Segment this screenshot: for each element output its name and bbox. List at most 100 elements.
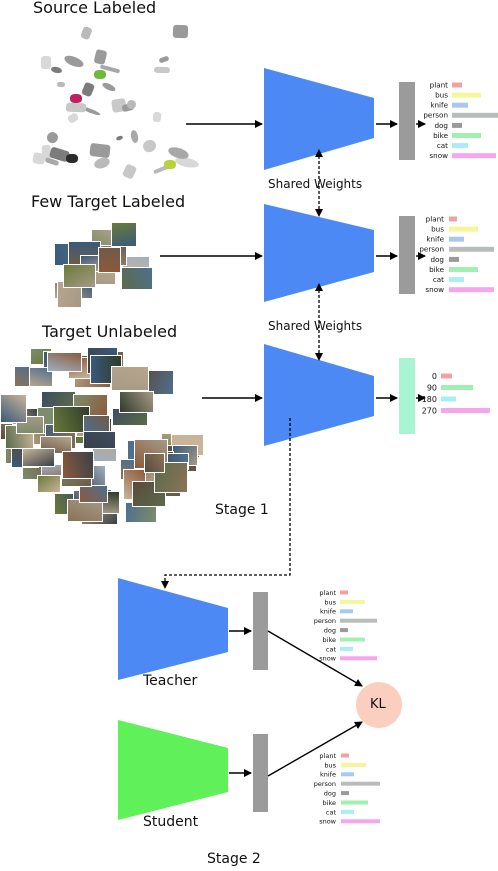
bar xyxy=(449,226,478,232)
object-render xyxy=(80,81,96,98)
bar xyxy=(449,246,494,252)
bar xyxy=(449,277,464,283)
object-render xyxy=(141,137,159,155)
student-feature-bar xyxy=(253,734,268,812)
bar-label: snow xyxy=(425,285,444,294)
bar xyxy=(340,599,365,604)
target-unlabeled-title: Target Unlabeled xyxy=(42,322,178,341)
bar-label: 90 xyxy=(427,384,437,393)
photo-thumbnail xyxy=(118,391,154,413)
bar-label: dog xyxy=(324,626,336,634)
bar xyxy=(341,800,368,805)
bar-label: plant xyxy=(426,214,445,223)
bar xyxy=(452,153,496,159)
bar xyxy=(341,819,380,824)
bar-label: person xyxy=(423,111,448,120)
photo-thumbnail xyxy=(79,485,109,504)
bar xyxy=(441,385,473,390)
bar xyxy=(340,618,377,623)
bar xyxy=(449,267,478,272)
bar xyxy=(452,133,481,138)
bar xyxy=(340,590,348,595)
bar-label: plant xyxy=(319,589,336,597)
bar xyxy=(341,772,354,777)
teacher-feature-bar xyxy=(253,592,268,670)
photo-thumbnail xyxy=(98,246,122,273)
source-network xyxy=(264,68,374,170)
bar-label: dog xyxy=(430,255,444,264)
object-render xyxy=(154,66,171,73)
bar-label: dog xyxy=(434,121,448,130)
bar-label: bus xyxy=(431,225,444,234)
photo-thumbnail xyxy=(46,351,82,373)
bar-label: cat xyxy=(433,275,444,284)
bar-label: 180 xyxy=(422,395,437,404)
source-labeled-title: Source Labeled xyxy=(33,0,157,17)
bar-label: bus xyxy=(435,91,448,100)
photo-thumbnail xyxy=(111,366,149,391)
bar xyxy=(452,122,462,128)
bar-label: plant xyxy=(319,752,336,760)
bar-label: snow xyxy=(319,818,336,826)
few-target-image-cluster xyxy=(50,212,162,308)
bar-label: bus xyxy=(324,761,336,769)
few-target-network xyxy=(264,204,374,302)
source-image-cluster xyxy=(30,18,200,181)
student-label: Student xyxy=(143,814,199,830)
arrow-icon xyxy=(267,721,363,777)
rotation-bars: 0 90 180 270 xyxy=(422,372,490,416)
object-render xyxy=(92,156,112,172)
bar xyxy=(452,143,468,149)
target-unlabeled-image-cluster xyxy=(0,342,206,532)
object-render xyxy=(65,103,86,113)
photo-thumbnail xyxy=(62,451,94,479)
bar-label: 270 xyxy=(422,407,437,416)
object-render xyxy=(129,128,139,143)
bar xyxy=(441,396,456,402)
object-render xyxy=(63,53,86,70)
photo-thumbnail xyxy=(83,430,117,450)
photo-thumbnail xyxy=(120,267,154,290)
bar-label: knife xyxy=(320,608,336,616)
object-render xyxy=(94,70,106,79)
bar xyxy=(341,753,349,758)
source-feature-bar xyxy=(399,82,415,160)
bar xyxy=(452,102,468,108)
bar xyxy=(340,609,353,614)
photo-thumbnail xyxy=(22,447,55,468)
bar-label: snow xyxy=(319,655,336,663)
bar-label: 0 xyxy=(432,372,437,381)
object-render xyxy=(158,55,170,64)
photo-thumbnail xyxy=(62,264,97,289)
shared-weights-label: Shared Weights xyxy=(268,319,363,333)
object-render xyxy=(45,129,60,145)
bar xyxy=(340,637,365,642)
object-render xyxy=(66,154,78,163)
kl-label: KL xyxy=(370,697,386,712)
few-target-feature-bar xyxy=(399,216,415,294)
bar xyxy=(340,628,348,633)
object-render xyxy=(88,143,111,159)
bar-label: knife xyxy=(320,771,336,779)
bar-label: knife xyxy=(426,235,444,244)
bar xyxy=(449,216,457,222)
bar xyxy=(341,809,354,814)
bar-label: plant xyxy=(430,80,449,89)
bar-label: bike xyxy=(429,265,444,274)
bar-label: person xyxy=(314,617,336,625)
photo-thumbnail xyxy=(143,453,165,473)
object-render xyxy=(126,98,137,109)
bar xyxy=(452,82,462,88)
object-render xyxy=(94,48,108,65)
object-render xyxy=(32,152,47,166)
student-network xyxy=(118,720,228,820)
bar-label: person xyxy=(419,245,444,254)
bar-label: cat xyxy=(326,808,337,816)
bar-label: bike xyxy=(433,131,448,140)
photo-thumbnail xyxy=(37,474,61,494)
object-render xyxy=(79,25,92,40)
bar xyxy=(341,781,380,786)
